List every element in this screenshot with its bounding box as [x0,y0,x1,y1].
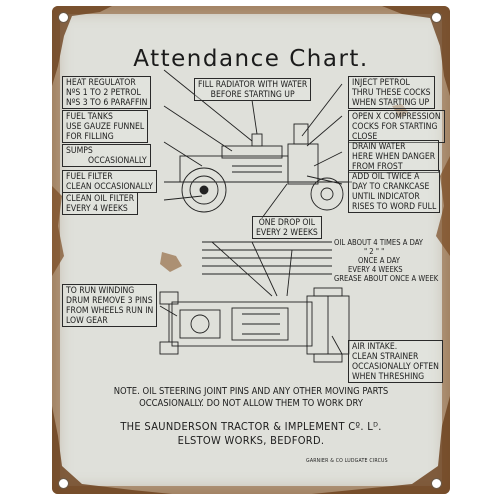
text-line: Cocks For Starting [352,122,438,132]
heat-regulator-label: Heat Regulator Nºs 1 to 2 Petrol Nºs 3 t… [62,76,152,109]
one-drop-oil-label: One Drop Oil Every 2 Weeks [252,216,322,239]
text-line: Fuel Tanks [66,112,113,122]
text-line: Occasionally Often [352,362,439,372]
chart-title: Attendance Chart. [133,46,369,72]
text-line: Clean Oil Filter [66,194,135,204]
text-line: To Run Winding [66,286,135,296]
text-line: Rises To Word Full [352,202,437,212]
text-line: Note. Oil Steering Joint Pins And Any Ot… [113,386,389,397]
text-line: One Drop Oil [258,218,316,228]
text-line: Open X Compression [352,112,441,122]
text-line: Close [352,132,378,142]
text-line: Drum Remove 3 Pins [66,296,153,306]
text-line: Fill Radiator With Water [198,80,308,90]
winding-drum-label: To Run Winding Drum Remove 3 Pins From W… [62,284,158,327]
text-line: Inject Petrol [352,78,410,88]
enamel-sign: Attendance Chart. [52,6,450,494]
text-line: Here When Danger [352,152,436,162]
text-line: Nºs 3 to 6 Paraffin [66,98,148,108]
maker-text: The Saunderson Tractor & Implement Cº. L… [52,420,450,448]
mounting-hole [58,12,69,23]
text-line: Until Indicator [352,192,420,202]
compression-cocks-label: Open X Compression Cocks For Starting Cl… [348,110,445,143]
text-line: Once A Day [358,256,400,265]
text-line: Before Starting Up [210,90,295,100]
text-line: Add Oil Twice A [352,172,420,182]
text-line: Occasionally [88,156,147,166]
mounting-hole [431,478,442,489]
mounting-hole [58,478,69,489]
text-line: Every 2 Weeks [256,228,318,238]
text-line: Every 4 Weeks [348,265,403,274]
mounting-hole [431,12,442,23]
text-line: Fuel Filter [66,172,113,182]
fuel-tanks-label: Fuel Tanks Use Gauze Funnel For Filling [62,110,149,143]
text-line: Every 4 Weeks [66,204,128,214]
text-line: Grease About Once A Week [334,274,439,283]
oil-filter-label: Clean Oil Filter Every 4 Weeks [62,192,139,215]
text-line: Use Gauze Funnel [66,122,145,132]
text-line: Clean Strainer [352,352,419,362]
add-oil-label: Add Oil Twice A Day To Crankcase Until I… [348,170,441,213]
text-line: The Saunderson Tractor & Implement Cº. L… [120,420,382,433]
text-line: Nºs 1 to 2 Petrol [66,88,141,98]
text-line: When Starting Up [352,98,430,108]
text-line: For Filling [66,132,114,142]
oil-schedule: Oil About 4 Times A Day " 2 " " Once A D… [334,238,438,283]
text-line: Thru These Cocks [352,88,431,98]
text-line: " 2 " " [364,247,385,256]
text-line: Heat Regulator [66,78,136,88]
fuel-filter-label: Fuel Filter Clean Occasionally [62,170,157,193]
drain-water-label: Drain Water Here When Danger From Frost [348,140,440,173]
text-line: From Wheels Run In [66,306,154,316]
text-line: Clean Occasionally [66,182,153,192]
printer-imprint: Garnier & Co Ludgate Circus [306,458,388,464]
text-line: Occasionally. Do Not Allow Them To Work … [139,398,363,409]
text-line: When Threshing [352,372,425,382]
text-line: Sumps [66,146,93,156]
fill-radiator-label: Fill Radiator With Water Before Starting… [194,78,312,101]
inject-petrol-label: Inject Petrol Thru These Cocks When Star… [348,76,435,109]
air-intake-label: Air Intake. Clean Strainer Occasionally … [348,340,443,383]
text-line: Air Intake. [352,342,398,352]
text-line: Oil About 4 Times A Day [334,238,423,247]
text-line: Drain Water [352,142,406,152]
sumps-label: Sumps Occasionally [62,144,151,167]
text-line: From Frost [352,162,403,172]
text-line: Low Gear [66,316,108,326]
note-text: Note. Oil Steering Joint Pins And Any Ot… [52,386,450,410]
text-line: Elstow Works, Bedford. [177,434,325,447]
text-line: Day To Crankcase [352,182,430,192]
